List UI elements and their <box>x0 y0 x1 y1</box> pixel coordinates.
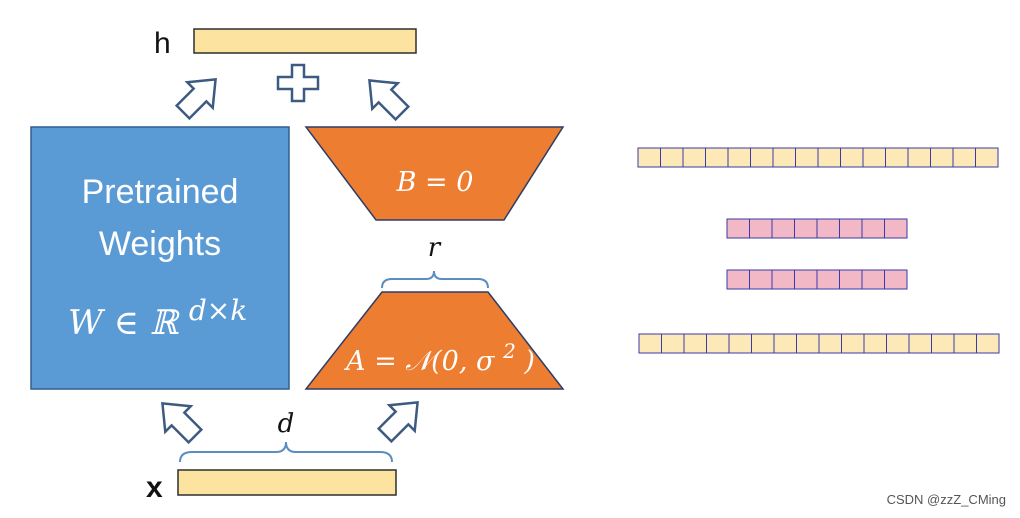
strip-2-cell <box>749 218 773 239</box>
strip-4-cell <box>728 333 752 354</box>
w-formula-exp: d×k <box>189 294 247 327</box>
strip-3-cell <box>749 269 773 290</box>
strip-4-cell <box>706 333 730 354</box>
strip-1-cell <box>772 147 796 168</box>
strip-1-cell <box>817 147 841 168</box>
strip-3-cell <box>794 269 818 290</box>
plus-icon <box>276 63 320 103</box>
strip-1-cell <box>907 147 931 168</box>
a-formula-base: A = 𝒩(0, σ <box>343 346 496 377</box>
matrix-a-block <box>304 291 565 390</box>
strip-3-cell <box>839 269 863 290</box>
strip-1-cell <box>885 147 909 168</box>
strip-4-cell <box>953 333 977 354</box>
strip-4-cell <box>931 333 955 354</box>
d-label: d <box>278 409 295 439</box>
strip-1-cell <box>660 147 684 168</box>
strip-4-cell <box>773 333 797 354</box>
arrow-bottom-right-icon <box>376 401 419 444</box>
strip-3-cell <box>884 269 908 290</box>
strip-3-cell <box>816 269 840 290</box>
matrix-b-block <box>304 126 565 221</box>
strip-4-cell <box>818 333 842 354</box>
weights-label: Weights <box>99 225 221 263</box>
strip-4-cell <box>886 333 910 354</box>
strip-1-cell <box>952 147 976 168</box>
b-formula: B = 0 <box>396 167 474 198</box>
a-formula-end: ) <box>523 346 535 377</box>
strip-3-cell <box>771 269 795 290</box>
strip-1-cell <box>930 147 954 168</box>
w-formula: W ∈ ℝ d×k <box>68 294 247 343</box>
strip-4-cell <box>841 333 865 354</box>
arrow-up-right-icon <box>174 78 217 121</box>
a-formula-exp: 2 <box>502 339 516 363</box>
strip-4-cell <box>863 333 887 354</box>
strip-2-cell <box>816 218 840 239</box>
vector-strips <box>637 147 1000 354</box>
strip-2-cell <box>794 218 818 239</box>
strip-1-cell <box>682 147 706 168</box>
watermark: CSDN @zzZ_CMing <box>886 492 1006 507</box>
x-vector <box>177 469 397 496</box>
strip-4-cell <box>976 333 1000 354</box>
w-formula-base: W ∈ ℝ <box>68 303 181 343</box>
strip-1-cell <box>975 147 999 168</box>
pretrained-weights-block <box>30 126 290 390</box>
strip-1-cell <box>795 147 819 168</box>
r-label: r <box>428 233 442 263</box>
strip-4-cell <box>683 333 707 354</box>
strip-2-cell <box>884 218 908 239</box>
r-brace <box>381 270 489 289</box>
strip-1-cell <box>862 147 886 168</box>
strip-1-cell <box>705 147 729 168</box>
h-label: h <box>154 27 171 60</box>
strip-2-cell <box>726 218 750 239</box>
strip-4-cell <box>796 333 820 354</box>
strip-1-cell <box>727 147 751 168</box>
strip-4-cell <box>661 333 685 354</box>
arrow-bottom-left-icon <box>161 402 204 445</box>
strip-3-cell <box>726 269 750 290</box>
strip-1-cell <box>637 147 661 168</box>
strip-2-cell <box>861 218 885 239</box>
strip-4-cell <box>751 333 775 354</box>
h-vector <box>193 28 417 54</box>
x-label: x <box>146 471 163 504</box>
strip-2-cell <box>839 218 863 239</box>
d-brace <box>179 441 393 463</box>
pretrained-label: Pretrained <box>82 173 239 211</box>
strip-2-cell <box>771 218 795 239</box>
strip-4-cell <box>908 333 932 354</box>
strip-1-cell <box>840 147 864 168</box>
a-formula: A = 𝒩(0, σ 2 ) <box>343 334 535 377</box>
strip-3-cell <box>861 269 885 290</box>
strip-4-cell <box>638 333 662 354</box>
arrow-up-left-icon <box>368 79 411 122</box>
strip-1-cell <box>750 147 774 168</box>
